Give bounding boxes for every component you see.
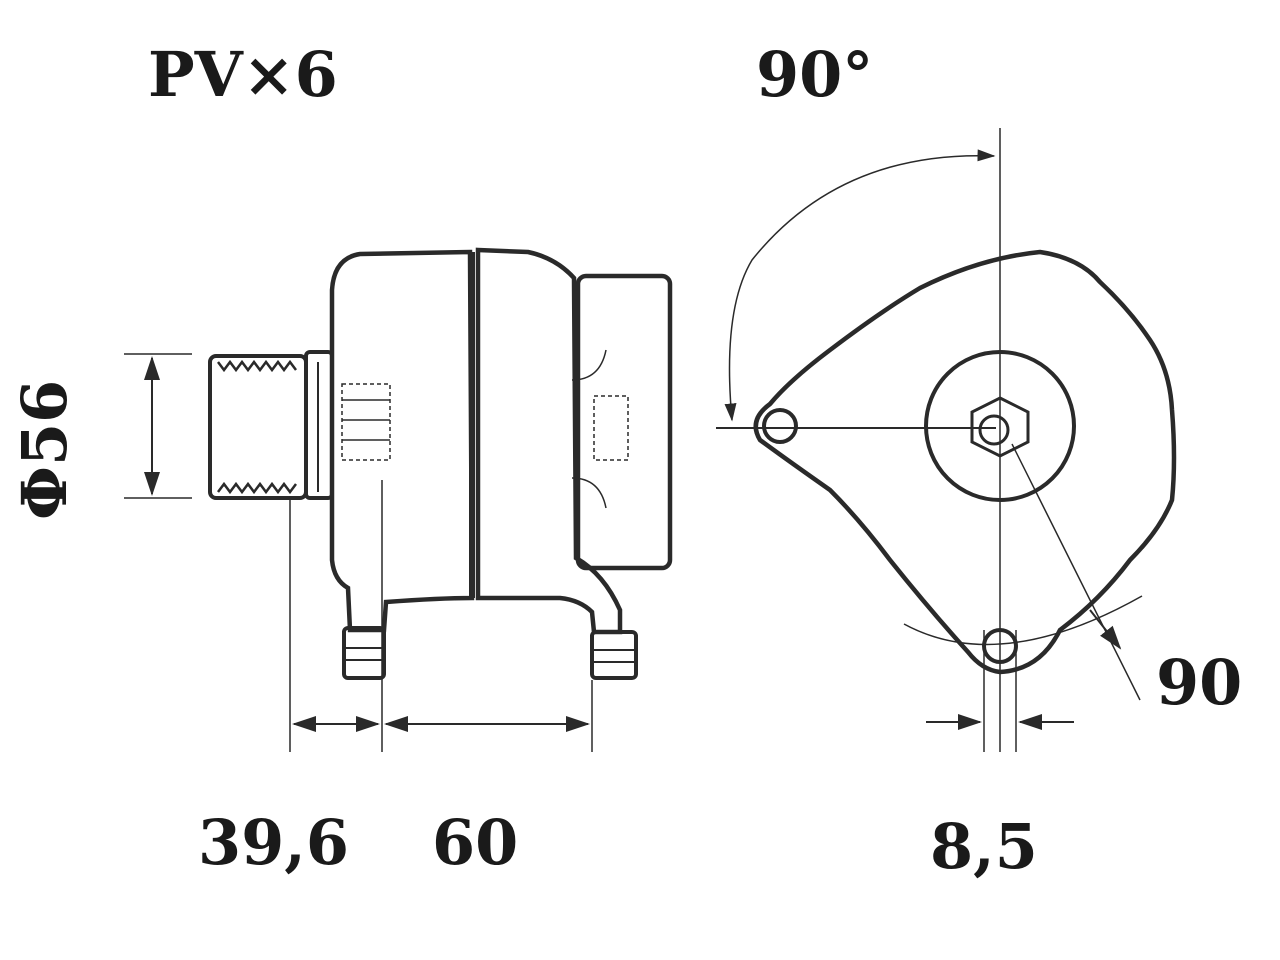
front-housing — [317, 249, 475, 633]
rear-housing — [475, 247, 673, 635]
front-view — [716, 128, 1177, 752]
length-a-label: 39,6 — [198, 806, 350, 879]
mount-angle-label: 90° — [756, 38, 874, 111]
belt-profile-label: PV×6 — [148, 38, 338, 111]
side-view — [124, 247, 673, 752]
ear-offset-label: 8,5 — [930, 810, 1038, 883]
dimension-lines-side — [124, 353, 593, 752]
pulley-diameter-label: Φ56 — [8, 379, 81, 520]
length-b-label: 60 — [432, 806, 519, 879]
mount-radius-label: 90 — [1156, 646, 1243, 719]
pulley — [208, 350, 334, 500]
mounting-lugs — [342, 626, 638, 680]
front-outline — [753, 249, 1177, 675]
